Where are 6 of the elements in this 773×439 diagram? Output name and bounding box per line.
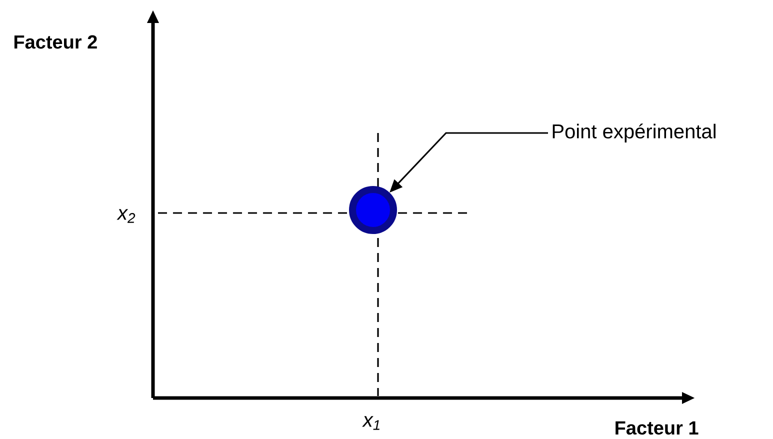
tick-label: x$_{1}$ (362, 416, 380, 430)
data-point (349, 186, 397, 234)
tick-label: x$_{2}$ (116, 209, 136, 223)
axis-title: Facteur 1 (616, 421, 698, 435)
axis-title: Facteur 2 (14, 35, 97, 49)
callout-text: Point expérimental (552, 124, 716, 142)
